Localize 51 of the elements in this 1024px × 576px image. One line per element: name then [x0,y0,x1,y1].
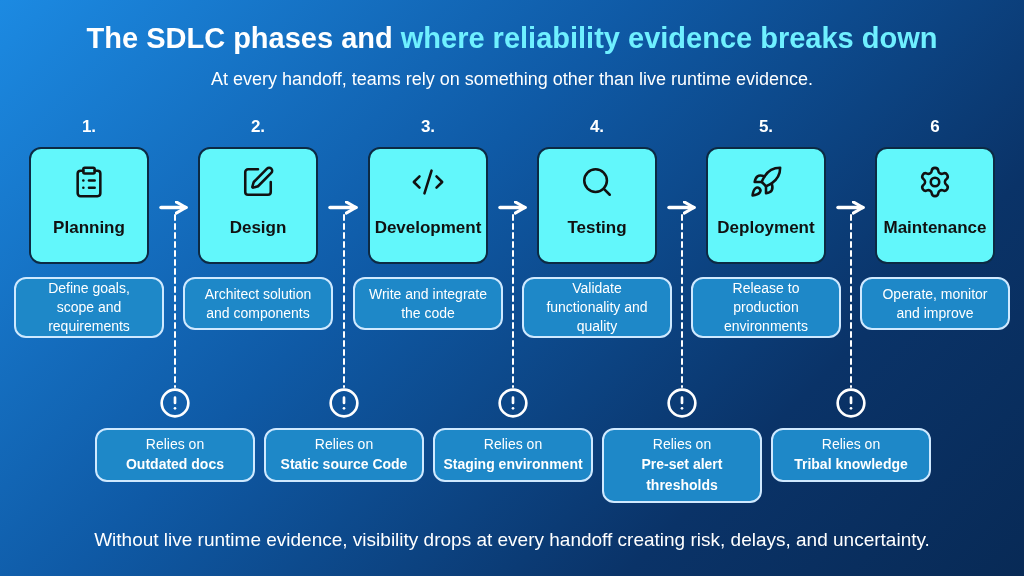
arrow [328,200,358,215]
description-box: Define goals, scope and requirements [14,277,164,338]
reliance-source: Tribal knowledge [794,455,908,474]
step-number: 3. [419,116,437,138]
alert-icon [666,387,698,419]
arrow [159,200,188,215]
reliance-label: Relies on [652,435,712,454]
reliance-label: Relies on [821,435,881,454]
reliance-source: Outdated docs [126,455,224,474]
phase-title: Design [229,217,287,239]
reliance-source: Static source Code [280,455,408,474]
phase-title: Deployment [717,217,815,239]
step-number: 4. [588,116,606,138]
description-box: Release to production environments [691,277,841,338]
dashed-line [343,214,345,388]
dashed-line [850,214,852,388]
phase-title: Testing [567,217,627,239]
caption: Without live runtime evidence, visibility drops at every handoff creating risk, delays, and uncertainty. [93,528,931,552]
alert-icon [497,387,529,419]
description-box: Architect solution and components [183,277,333,330]
reliance-source: Pre-set alert thresholds [640,455,724,495]
alert-icon [328,387,360,419]
reliance-label: Relies on [314,435,374,454]
phase-title: Development [374,217,482,239]
step-number: 1. [80,116,98,138]
arrow [667,200,696,215]
arrow [498,200,527,215]
reliance-box [771,428,931,482]
step-number: 6 [929,116,941,138]
title: The SDLC phases and where reliability evidence breaks down [85,21,939,56]
dashed-line [174,214,176,388]
reliance-label: Relies on [145,435,205,454]
description-box: Write and integrate the code [353,277,503,330]
reliance-box [264,428,424,482]
arrow [836,200,865,215]
phase-title: Planning [53,217,125,239]
phase-title: Maintenance [883,217,987,239]
subtitle: At every handoff, teams rely on something other than live runtime evidence. [210,68,814,91]
reliance-label: Relies on [483,435,543,454]
description-box: Operate, monitor and improve [860,277,1010,330]
reliance-box [95,428,255,482]
alert-icon [159,387,191,419]
dashed-line [681,214,683,388]
reliance-box [433,428,593,482]
description-box: Validate functionality and quality [522,277,672,338]
reliance-source: Staging environment [443,455,583,474]
alert-icon [835,387,867,419]
reliance-box [602,428,762,503]
dashed-line [512,214,514,388]
step-number: 5. [757,116,775,138]
step-number: 2. [249,116,267,138]
